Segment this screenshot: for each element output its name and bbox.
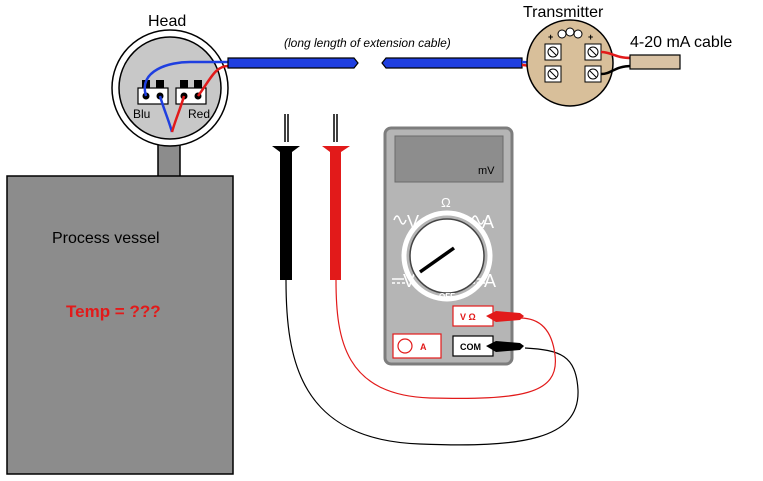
- head-wire-blue-internal: [143, 60, 228, 97]
- multimeter: mV Ω V V A A OFF V Ω A COM: [383, 126, 514, 366]
- cable-4-20-label: 4-20 mA cable: [630, 34, 732, 51]
- head-label: Head: [148, 13, 186, 30]
- head-terminal-red: [175, 80, 207, 105]
- mA-wire-black: [600, 64, 633, 76]
- ac-wave-icon-right: [471, 215, 485, 225]
- jack-a[interactable]: [392, 333, 442, 359]
- selector-dial-ring: [401, 210, 493, 302]
- blu-label: Blu: [133, 107, 150, 121]
- display-unit: mV: [478, 165, 495, 177]
- black-test-probe[interactable]: [272, 114, 300, 280]
- red-test-probe[interactable]: [322, 114, 350, 280]
- thermocouple-wire-blue: [158, 95, 174, 133]
- dc-line-icon-left: [392, 278, 405, 284]
- dc-line-icon-right: [472, 278, 485, 284]
- selector-dial-pointer: [418, 246, 456, 274]
- mA-wire-red: [600, 50, 633, 60]
- transmitter-label: Transmitter: [523, 4, 604, 21]
- transmitter-terminal-tr: [584, 43, 602, 61]
- jack-a-socket-icon: [397, 338, 413, 354]
- transmitter-terminal-tl: [544, 43, 562, 61]
- dial-off-label: OFF: [439, 292, 455, 301]
- thermocouple-wire-red: [170, 95, 186, 133]
- jack-v-ohm-label: V Ω: [460, 312, 476, 322]
- jack-a-label: A: [420, 342, 427, 352]
- svg-text:+: +: [548, 32, 553, 42]
- jack-com-label: COM: [460, 342, 481, 352]
- dial-ac-amps-label: A: [482, 212, 494, 232]
- transmitter-terminal-br: [584, 65, 602, 83]
- temp-label: Temp = ???: [66, 302, 161, 321]
- ac-wave-icon-left: [393, 215, 407, 225]
- transmitter-housing: [526, 19, 614, 107]
- extension-cable-right: [381, 57, 523, 69]
- black-test-lead-wire: [285, 279, 579, 446]
- mA-cable-jacket: [629, 54, 681, 70]
- selector-dial[interactable]: [409, 218, 485, 294]
- svg-text:+: +: [588, 32, 593, 42]
- vessel-label: Process vessel: [52, 230, 160, 247]
- transmitter-top-jacks: + +: [548, 27, 593, 42]
- red-banana-plug: [486, 311, 524, 322]
- extension-cable-left: [227, 57, 359, 69]
- red-label: Red: [188, 107, 210, 121]
- multimeter-display: [394, 135, 504, 183]
- transmitter-terminal-bl: [544, 65, 562, 83]
- process-vessel: [6, 175, 234, 475]
- dial-omega-label: Ω: [441, 195, 451, 210]
- head-wire-red-internal: [196, 64, 229, 97]
- red-test-lead-wire: [335, 279, 556, 399]
- black-banana-plug: [486, 341, 524, 352]
- extension-cable-label: (long length of extension cable): [284, 36, 451, 50]
